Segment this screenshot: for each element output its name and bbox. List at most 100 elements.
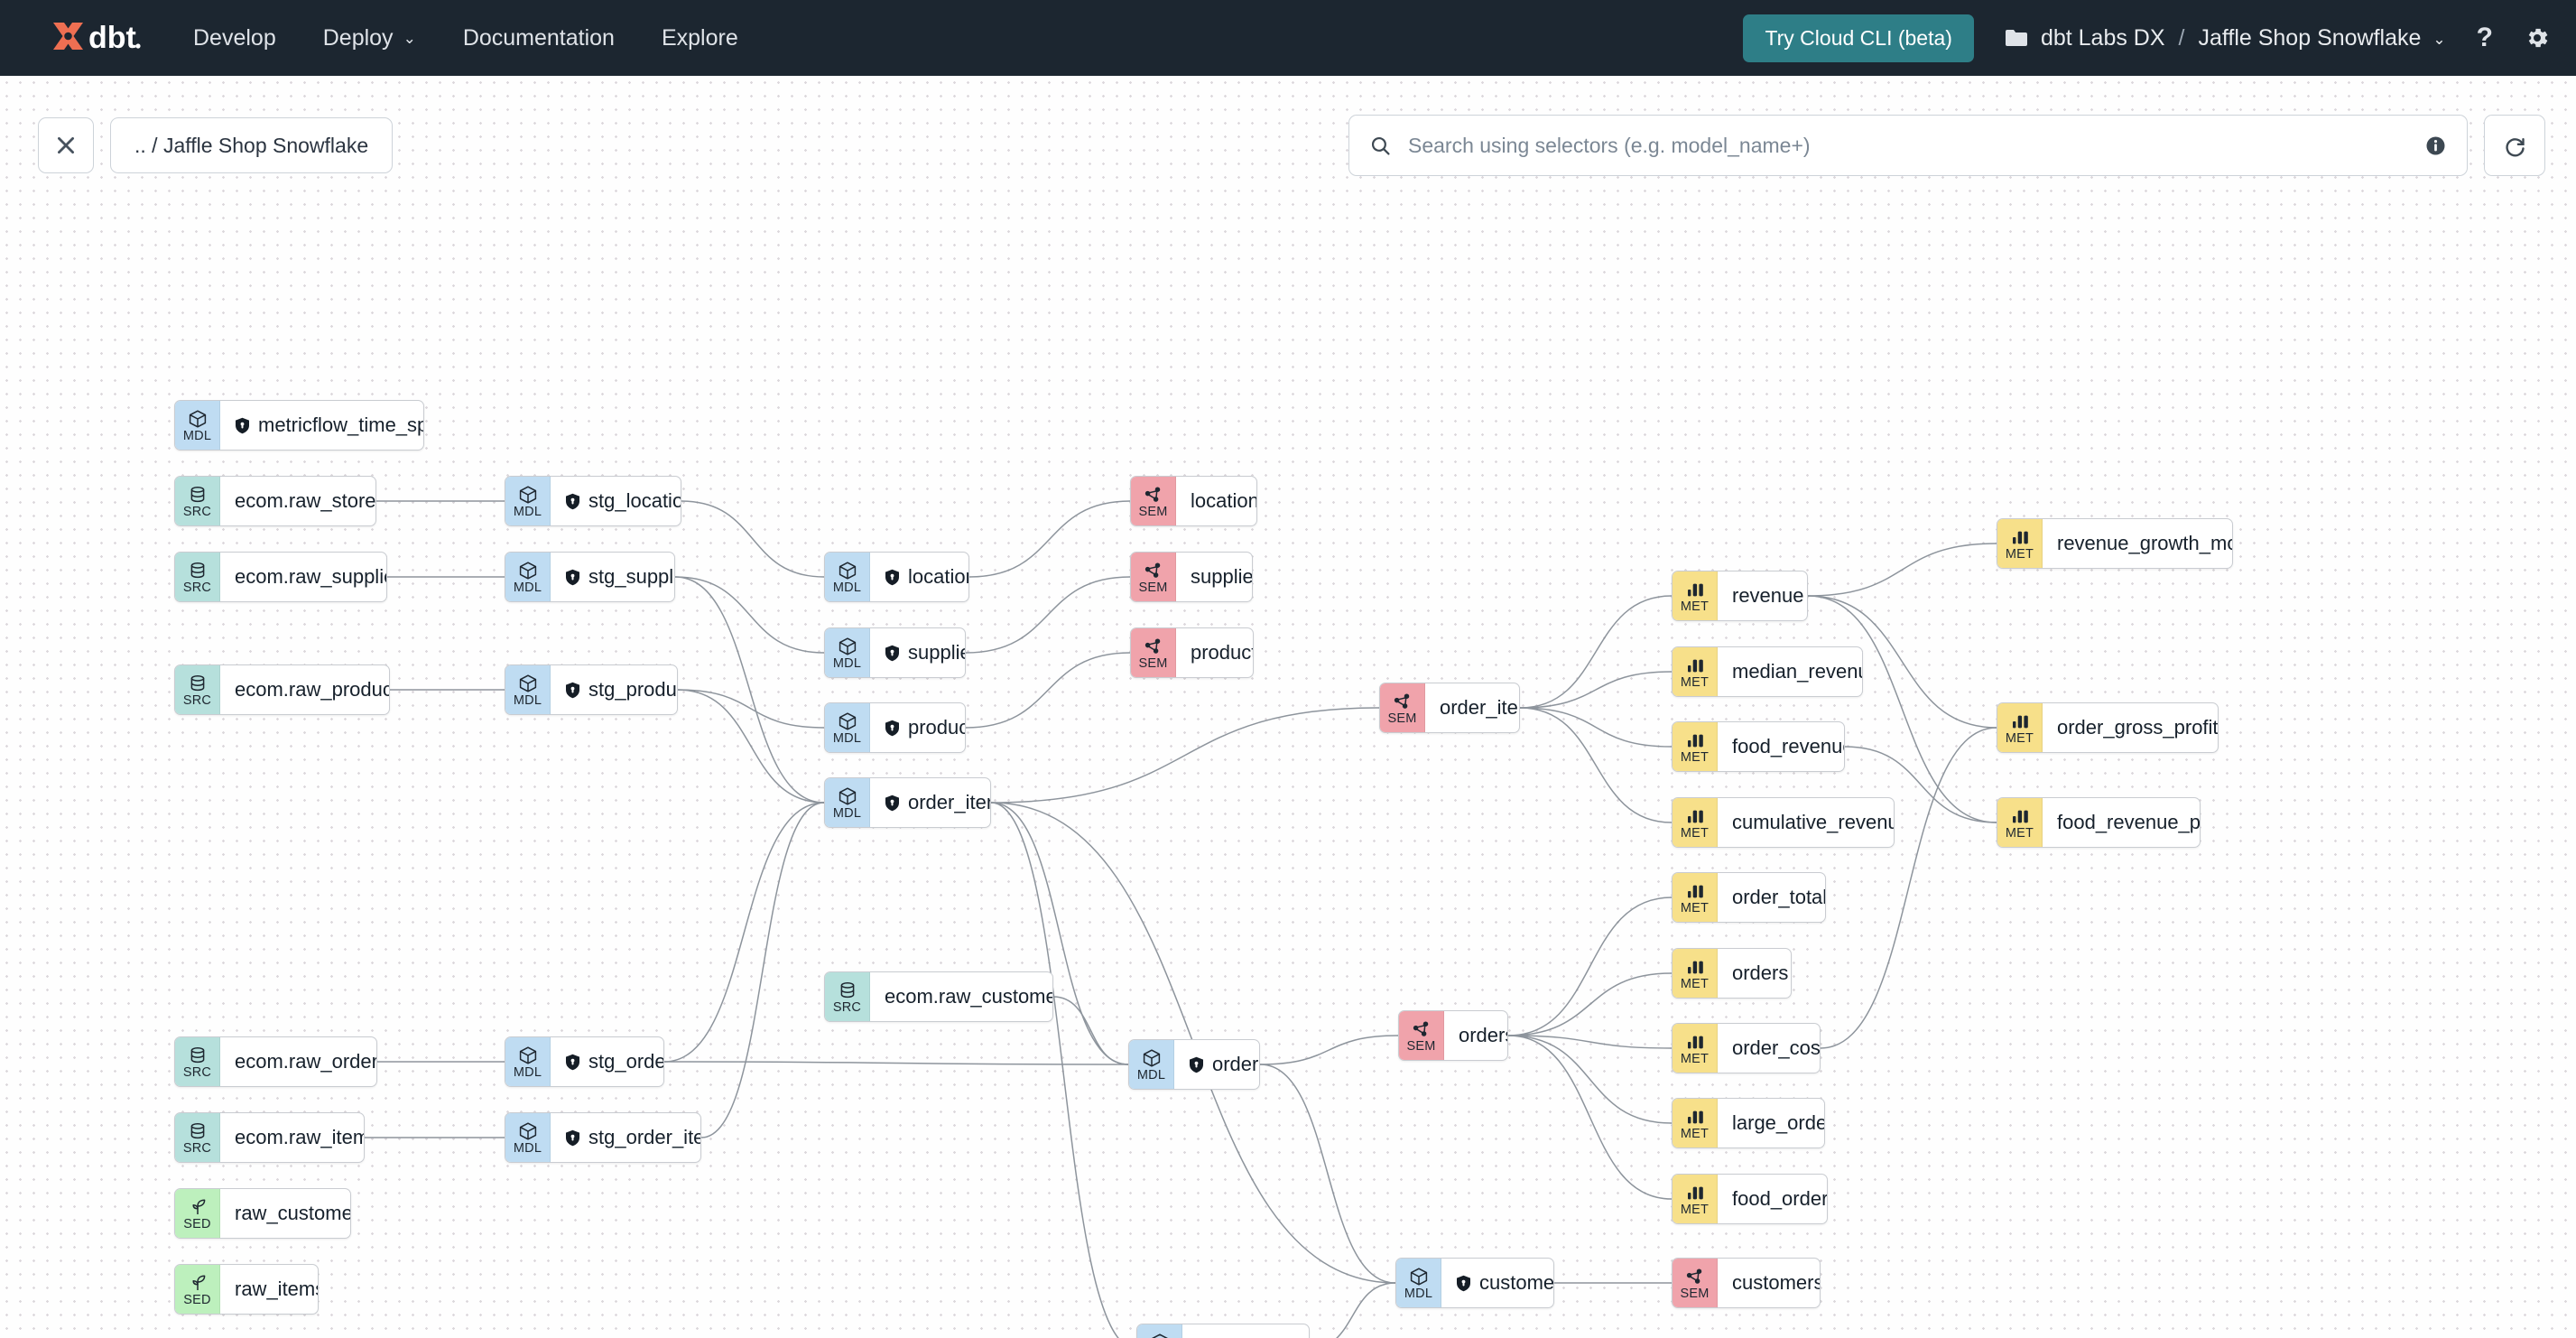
lineage-edge [674, 576, 825, 804]
node-type-code: SRC [182, 1065, 212, 1080]
top-navigation-bar: dbt Develop Deploy ⌄ Documentation Explo… [0, 0, 2576, 76]
breadcrumb-separator: / [2178, 24, 2185, 51]
node-label: customers [1479, 1271, 1554, 1294]
lineage-edge [663, 802, 825, 1063]
gear-icon[interactable] [2524, 24, 2551, 51]
refresh-icon[interactable] [2484, 115, 2545, 176]
bar-chart-icon: MET [1673, 949, 1718, 998]
cube-icon-glyph [837, 636, 858, 656]
breadcrumb[interactable]: .. / Jaffle Shop Snowflake [110, 117, 394, 173]
nav-link-deploy[interactable]: Deploy ⌄ [323, 25, 416, 51]
node-type-code: SRC [182, 1141, 212, 1156]
lineage-node-sem_supplies[interactable]: SEMsupplies [1130, 552, 1253, 602]
shield-icon [885, 645, 900, 662]
lineage-node-sem_products[interactable]: SEMproducts [1130, 627, 1254, 678]
lineage-node-mdl_customers[interactable]: MDL customers [1395, 1258, 1554, 1308]
node-type-code: MET [1680, 675, 1710, 690]
node-label: food_revenue [1732, 735, 1845, 757]
database-icon-glyph [187, 485, 208, 505]
node-graph-icon-glyph [1143, 561, 1164, 581]
lineage-edge [1519, 671, 1673, 709]
search-input[interactable] [1406, 132, 2412, 159]
bar-chart-icon: MET [1673, 1024, 1718, 1073]
bar-chart-icon: MET [1673, 647, 1718, 696]
lineage-node-mdl_products[interactable]: MDLproducts [824, 702, 966, 753]
database-icon-glyph [187, 561, 208, 581]
node-label: order_total [1732, 886, 1826, 908]
nav-link-explore[interactable]: Explore [662, 25, 738, 51]
lineage-canvas[interactable]: MDLmetricflow_time_spineSRCecom.raw_stor… [0, 76, 2576, 1338]
database-icon: SRC [175, 1037, 220, 1086]
lineage-node-sem_orders[interactable]: SEMorders [1398, 1010, 1508, 1061]
try-cloud-cli-button[interactable]: Try Cloud CLI (beta) [1743, 14, 1974, 62]
nav-link-documentation[interactable]: Documentation [463, 25, 615, 51]
node-body: order_gross_profit [2043, 703, 2219, 752]
lineage-node-mdl_supplies[interactable]: MDLsupplies [824, 627, 966, 678]
cube-icon: MDL [505, 1113, 551, 1162]
database-icon-glyph [187, 1121, 208, 1141]
node-label: supplies [908, 641, 965, 664]
lineage-edge [990, 707, 1380, 804]
node-body: stg_supplies [551, 553, 674, 601]
search-box[interactable] [1348, 115, 2468, 176]
project-breadcrumb[interactable]: dbt Labs DX / Jaffle Shop Snowflake ⌄ [2005, 25, 2446, 51]
cube-icon-glyph [1141, 1048, 1163, 1068]
shield-icon [565, 1054, 580, 1071]
node-label: customers [1732, 1271, 1821, 1294]
info-icon[interactable] [2424, 135, 2447, 157]
lineage-node-src_raw_orders[interactable]: SRC ecom.raw_orders [174, 1036, 377, 1087]
node-type-code: SRC [832, 1000, 862, 1015]
lineage-edge [663, 1061, 1129, 1065]
node-body: order_cost [1718, 1024, 1820, 1073]
bar-chart-icon-glyph [1684, 655, 1706, 675]
lineage-edge [1507, 1035, 1673, 1124]
nav-link-develop[interactable]: Develop [193, 25, 276, 51]
node-graph-icon: SEM [1131, 553, 1176, 601]
close-icon[interactable] [38, 117, 94, 173]
node-label: order_gross_profit [2057, 716, 2219, 739]
node-label: orders [1459, 1024, 1507, 1046]
bar-chart-icon-glyph [1684, 730, 1706, 750]
node-type-code: MDL [1404, 1287, 1433, 1301]
shield-icon [885, 569, 900, 586]
lineage-node-mdl_locations[interactable]: MDLlocations [824, 552, 969, 602]
node-body: products [870, 703, 965, 752]
lineage-node-mdl_orders[interactable]: MDLorders [1128, 1039, 1260, 1090]
shield-icon [885, 794, 900, 812]
lineage-node-sem_locations[interactable]: SEMlocations [1130, 476, 1257, 526]
help-icon[interactable]: ? [2476, 23, 2493, 52]
bar-chart-icon-glyph [1684, 806, 1706, 826]
node-body: ecom.raw_orders [220, 1037, 376, 1086]
chevron-down-icon: ⌄ [2432, 31, 2446, 48]
dbt-logo[interactable]: dbt [49, 19, 143, 57]
